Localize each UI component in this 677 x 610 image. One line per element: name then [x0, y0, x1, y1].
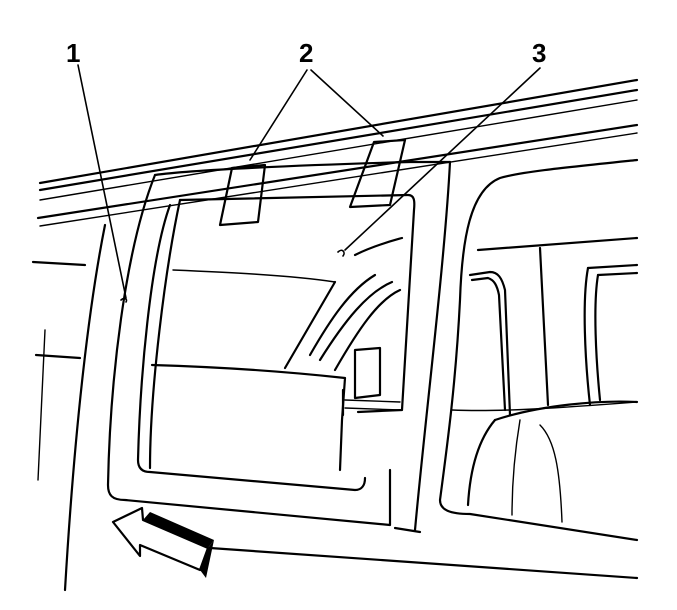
body-left-outline [31, 223, 107, 592]
roof-rails [36, 78, 639, 227]
callout-1: 1 [66, 38, 80, 68]
tape-strip-right [348, 138, 407, 209]
interior-trim-panel [150, 363, 401, 472]
door-frame [106, 160, 452, 532]
callout-2: 2 [299, 38, 313, 68]
leader-lines [77, 64, 541, 303]
rear-door [438, 158, 639, 542]
tape-strip-left [218, 163, 267, 227]
callout-3: 3 [532, 38, 546, 68]
door-sill [208, 526, 639, 580]
front-direction-arrow-icon [111, 506, 214, 578]
window-glass [148, 193, 416, 470]
